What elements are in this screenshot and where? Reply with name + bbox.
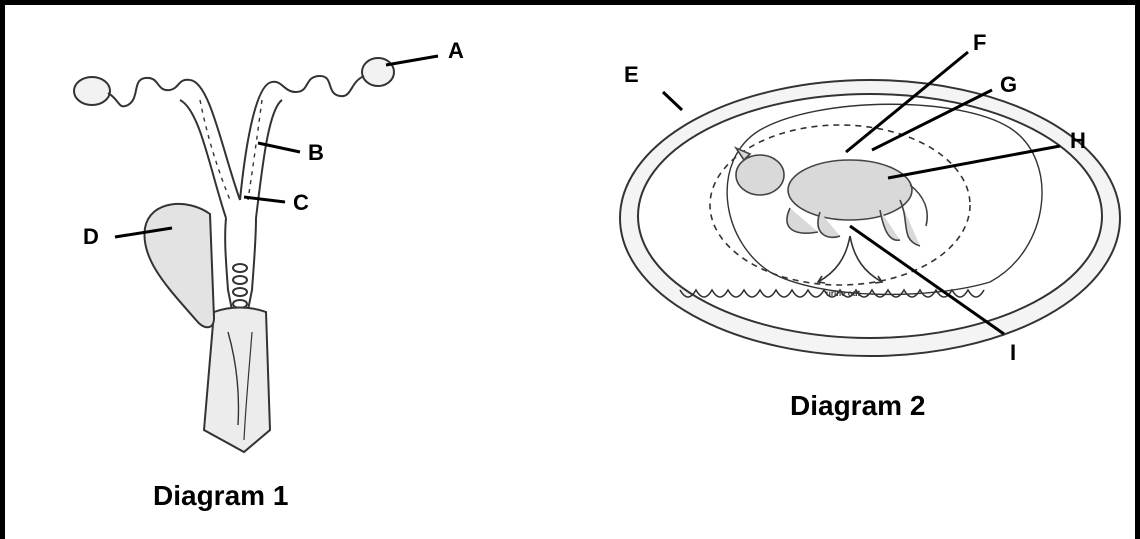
left-ovary	[74, 77, 110, 105]
label-f: F	[973, 30, 986, 55]
right-ovary	[362, 58, 394, 86]
label-c: C	[293, 190, 309, 215]
leader-e	[663, 92, 682, 110]
label-d: D	[83, 224, 99, 249]
bladder	[144, 204, 214, 327]
diagram-1-illustration	[74, 58, 394, 452]
label-g: G	[1000, 72, 1017, 97]
cervix	[233, 264, 247, 308]
diagram-2-caption: Diagram 2	[790, 390, 925, 421]
left-oviduct	[108, 78, 190, 107]
diagram-2-illustration	[620, 80, 1120, 356]
label-h: H	[1070, 128, 1086, 153]
diagram-1-caption: Diagram 1	[153, 480, 288, 511]
label-e: E	[624, 62, 639, 87]
right-oviduct	[272, 76, 364, 96]
urine-out-annotation: urine out	[826, 289, 861, 298]
label-a: A	[448, 38, 464, 63]
leader-a	[386, 56, 438, 65]
uterine-body	[225, 218, 232, 310]
label-b: B	[308, 140, 324, 165]
label-i: I	[1010, 340, 1016, 365]
leader-c	[244, 197, 285, 202]
